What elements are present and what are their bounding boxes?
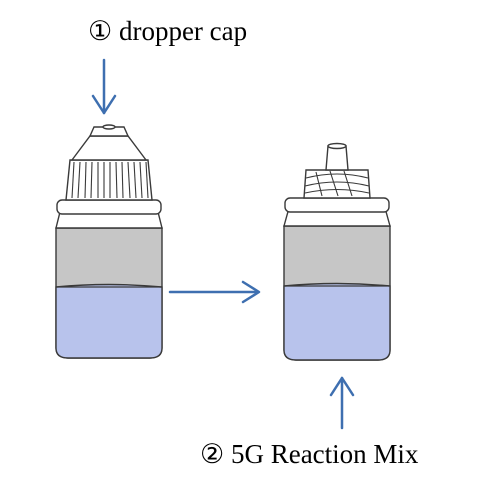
right-bottle	[283, 142, 391, 361]
left-cap-ribbed	[65, 159, 153, 201]
left-cap-tip	[88, 126, 130, 137]
left-bottle	[55, 124, 163, 359]
right-arrow	[168, 280, 261, 304]
left-bottle-liquid	[55, 283, 163, 359]
dropper-cap-label: ① dropper cap	[88, 16, 248, 46]
right-dropper-nozzle	[325, 145, 349, 171]
up-arrow	[329, 376, 355, 430]
left-cap-ring	[56, 199, 162, 215]
left-cap-cone	[70, 135, 148, 161]
down-arrow	[91, 58, 117, 115]
reaction-mix-label: ② 5G Reaction Mix	[200, 439, 419, 469]
right-bottle-liquid	[283, 282, 391, 361]
right-cap-ring	[284, 197, 390, 213]
